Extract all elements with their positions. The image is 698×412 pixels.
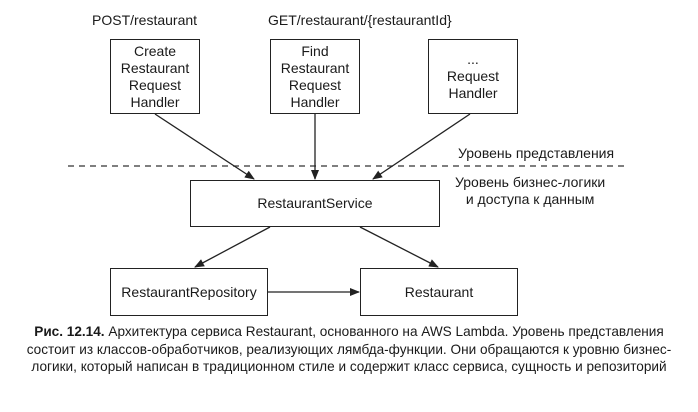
post-endpoint-label: POST/restaurant [92,12,198,28]
architecture-diagram: POST/restaurant GET/restaurant/{restaura… [68,12,625,316]
figure-number: Рис. 12.14. [34,324,105,339]
presentation-layer-label: Уровень представления [458,145,615,161]
arrow-create-to-service [154,113,255,180]
figure-caption: Рис. 12.14. Архитектура сервиса Restaura… [14,323,684,376]
get-endpoint-label: GET/restaurant/{restaurantId} [268,12,452,28]
connector-arrows [68,113,625,296]
generic-request-handler: ... Request Handler [428,39,518,114]
repository-label: RestaurantRepository [121,283,257,300]
arrow-service-to-repository [194,226,271,268]
business-layer-label: Уровень бизнес-логики и доступа к данным [455,174,606,207]
handler-label: Find Restaurant Request Handler [280,42,350,110]
find-restaurant-handler: Find Restaurant Request Handler [270,39,360,114]
arrow-request-to-service [372,113,471,180]
restaurant-repository-box: RestaurantRepository [110,268,268,316]
arrow-service-to-entity [359,226,439,268]
handler-label: Create Restaurant Request Handler [120,42,190,110]
service-label: RestaurantService [257,195,373,211]
caption-text: Архитектура сервиса Restaurant, основанн… [26,324,672,374]
restaurant-entity-box: Restaurant [360,268,518,316]
create-restaurant-handler: Create Restaurant Request Handler [110,39,200,114]
handler-label: ... Request Handler [446,51,500,101]
entity-label: Restaurant [404,283,474,300]
restaurant-service-box: RestaurantService [190,180,440,227]
